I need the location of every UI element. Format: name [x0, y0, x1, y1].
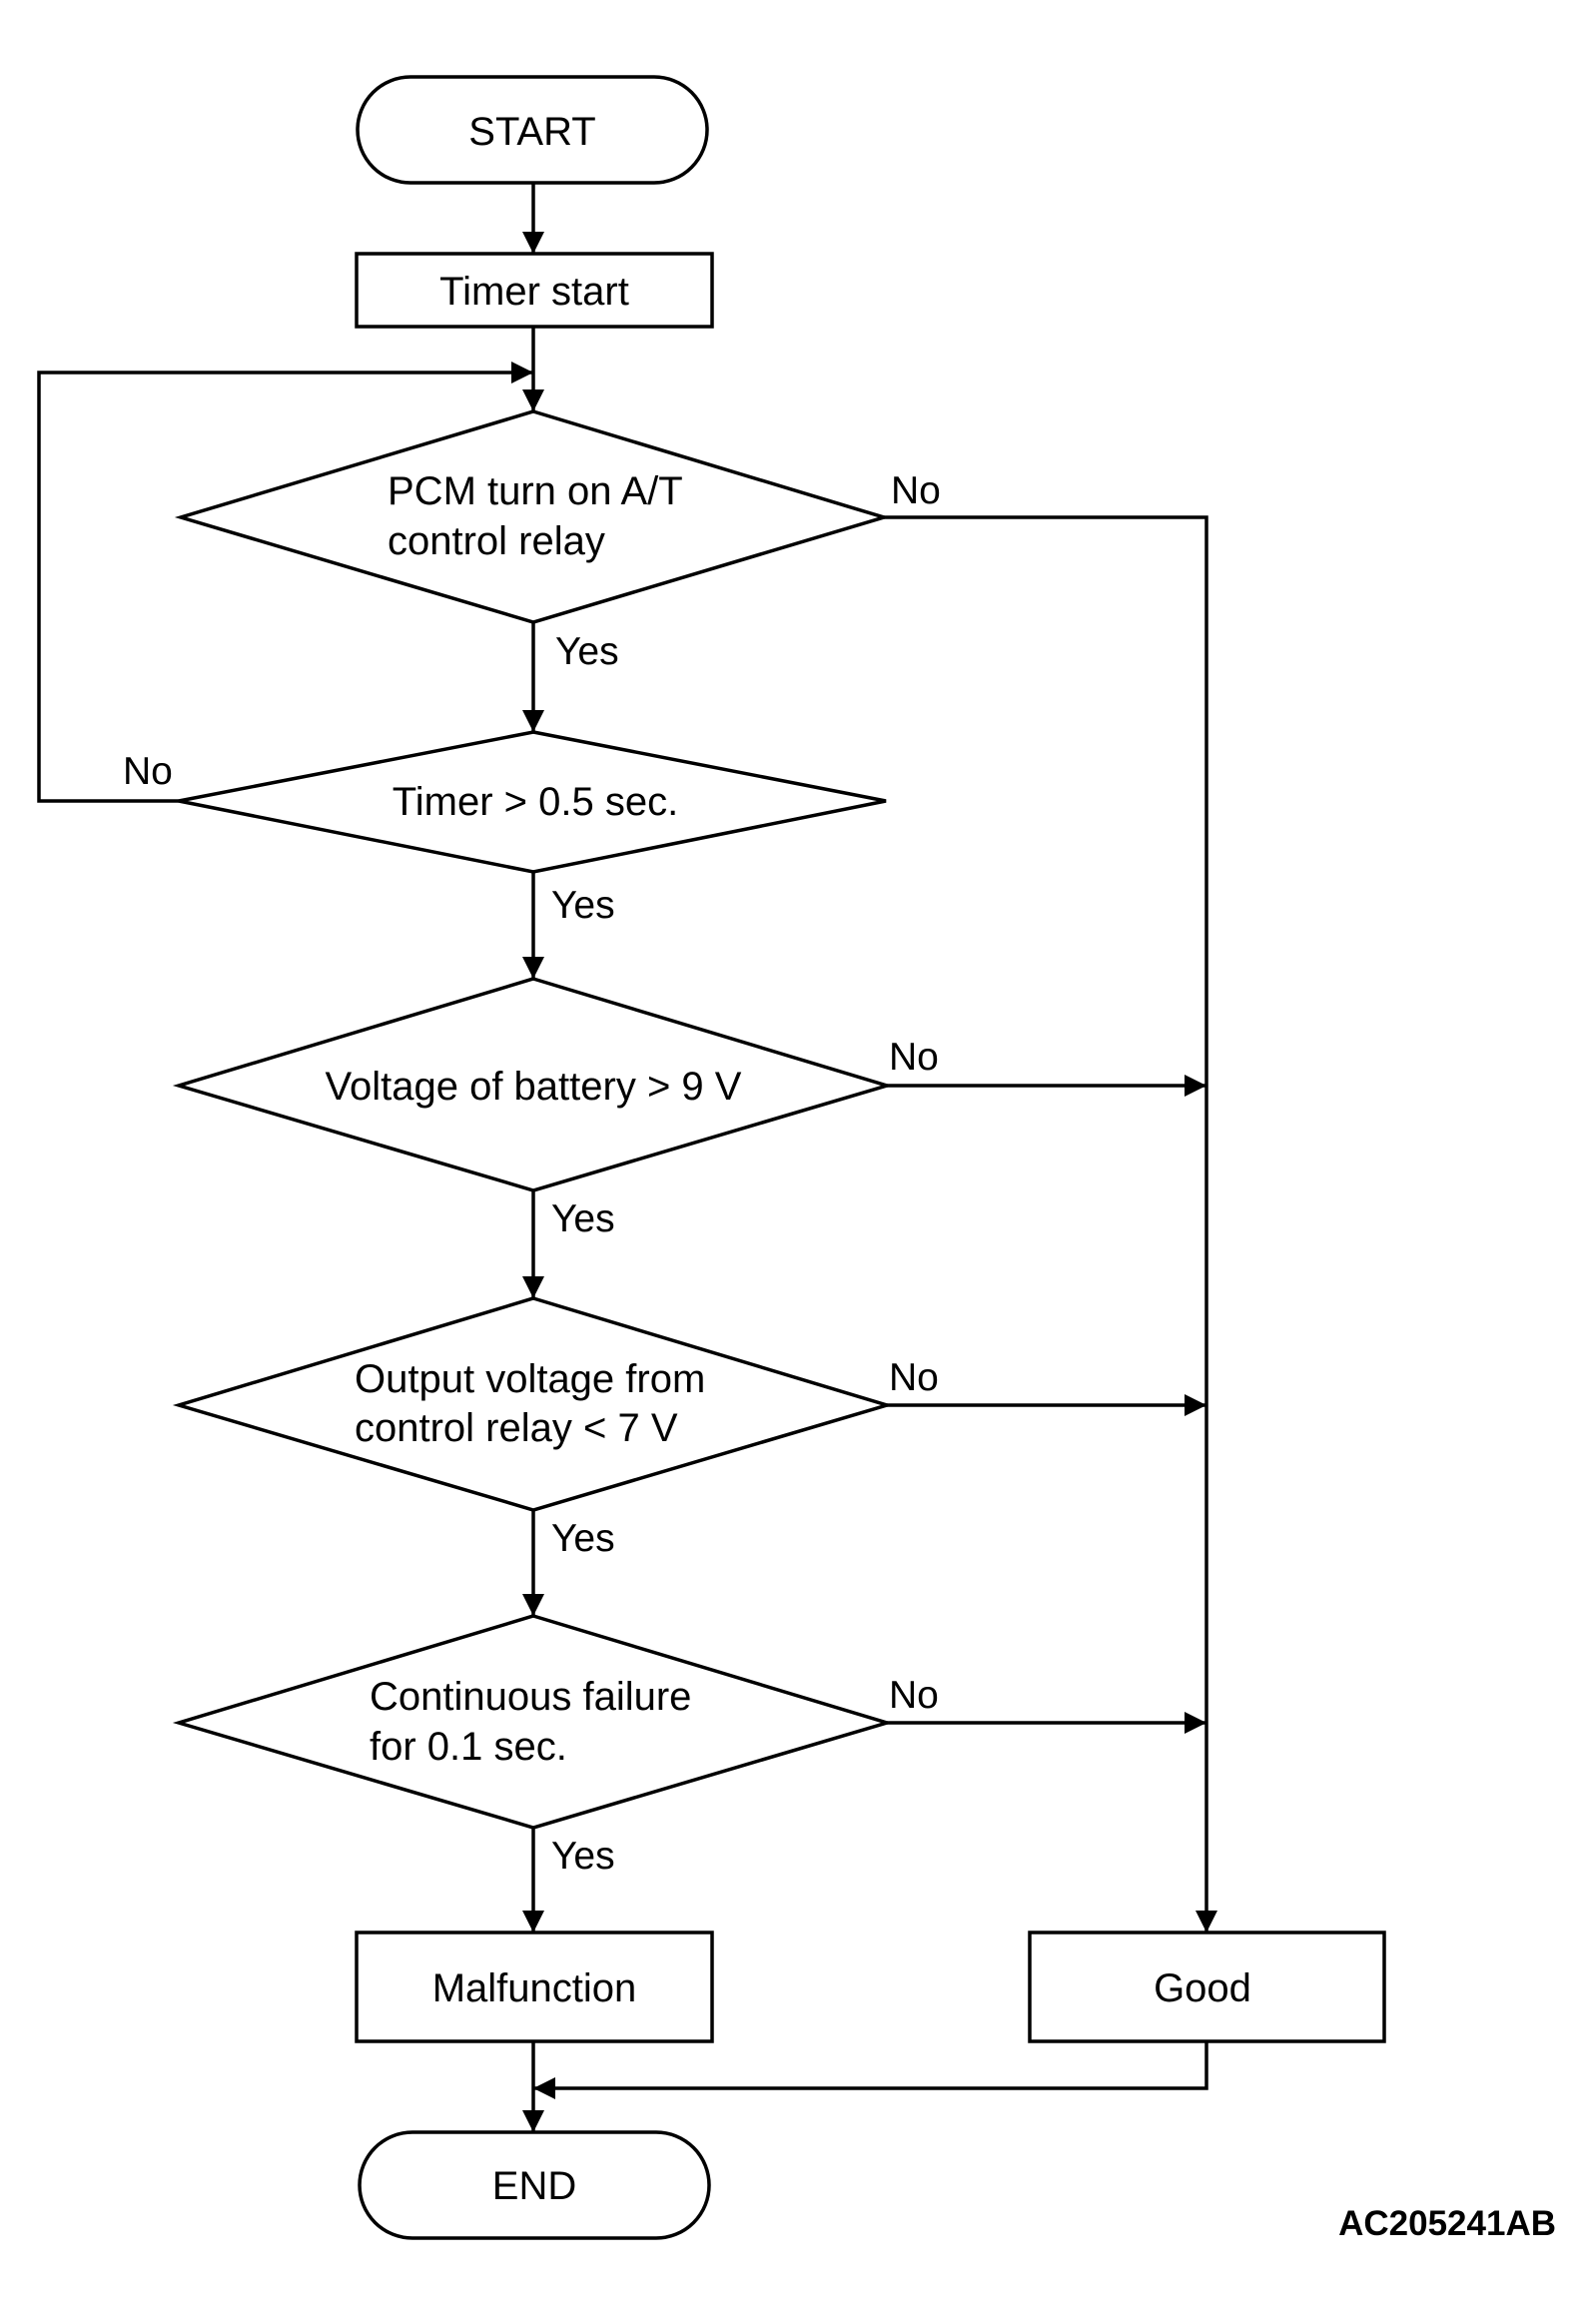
decision-relay-output-yes-label: Yes [551, 1517, 615, 1560]
decision-battery-voltage-yes-label: Yes [551, 1197, 615, 1240]
decision-pcm-relay-line-1: PCM turn on A/T [388, 469, 683, 513]
malfunction-label: Malfunction [432, 1966, 637, 2010]
timer-start-box: Timer start [355, 252, 714, 329]
decision-continuous-failure-line-2: for 0.1 sec. [370, 1725, 567, 1769]
good-box: Good [1028, 1931, 1386, 2043]
decision-pcm-relay: PCM turn on A/T control relay [174, 409, 891, 624]
decision-relay-output-line-2: control relay < 7 V [355, 1406, 678, 1450]
decision-continuous-failure: Continuous failure for 0.1 sec. [172, 1614, 894, 1830]
connector-good-to-merge [533, 2041, 1208, 2099]
decision-timer-line-1: Timer > 0.5 sec. [393, 780, 678, 824]
decision-pcm-relay-yes-label: Yes [555, 630, 619, 673]
decision-timer: Timer > 0.5 sec. [178, 730, 887, 874]
malfunction-box: Malfunction [355, 1931, 714, 2043]
decision-timer-no-label: No [123, 750, 173, 793]
decision-pcm-relay-line-2: control relay [388, 519, 605, 563]
decision-battery-voltage: Voltage of battery > 9 V [172, 977, 894, 1192]
decision-continuous-failure-line-1: Continuous failure [370, 1675, 691, 1719]
connector-loop-back [37, 362, 533, 803]
decision-timer-yes-label: Yes [551, 884, 615, 927]
good-label: Good [1154, 1966, 1251, 2010]
decision-continuous-failure-no-label: No [889, 1674, 939, 1717]
decision-relay-output-no-label: No [889, 1356, 939, 1399]
decision-battery-voltage-line-1: Voltage of battery > 9 V [326, 1065, 742, 1109]
decision-pcm-relay-no-label: No [891, 469, 941, 512]
timer-start-label: Timer start [439, 270, 629, 314]
decision-battery-voltage-no-label: No [889, 1036, 939, 1079]
decision-relay-output: Output voltage from control relay < 7 V [172, 1296, 894, 1512]
start-terminal: START [356, 75, 709, 185]
connector-no-branch-main [884, 515, 1217, 1932]
end-terminal: END [358, 2130, 711, 2240]
end-label: END [492, 2164, 576, 2208]
decision-continuous-failure-yes-label: Yes [551, 1835, 615, 1878]
start-label: START [468, 110, 595, 154]
figure-id: AC205241AB [1338, 2204, 1556, 2243]
decision-relay-output-line-1: Output voltage from [355, 1357, 705, 1401]
